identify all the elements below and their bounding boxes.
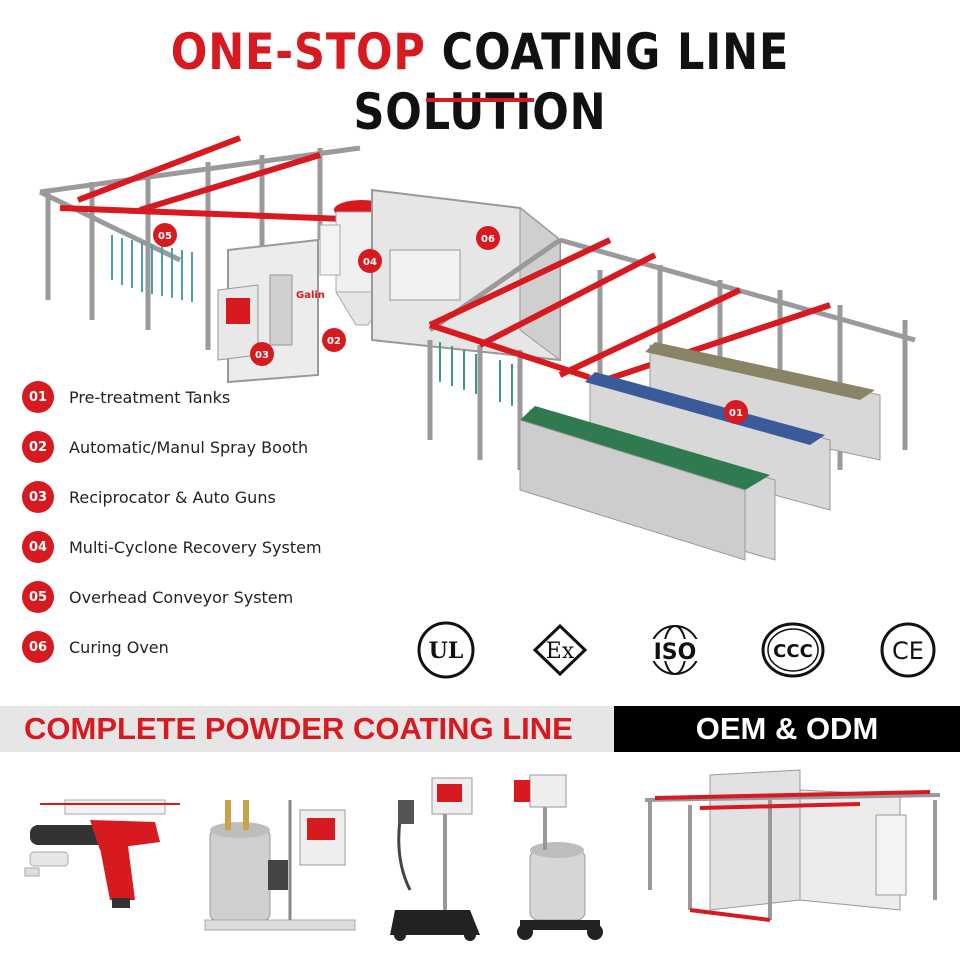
title-main: COATING LINE SOLUTION	[353, 23, 790, 141]
product-gallery	[24, 769, 941, 941]
callout-04-label: 04	[363, 257, 377, 268]
powder-hopper-unit-icon	[204, 800, 356, 931]
legend-label: Multi-Cyclone Recovery System	[69, 537, 322, 557]
legend-item: 03 Reciprocator & Auto Guns	[22, 472, 322, 522]
callout-05-label: 05	[158, 231, 172, 242]
legend-label: Pre-treatment Tanks	[69, 387, 231, 407]
legend-item: 01 Pre-treatment Tanks	[22, 372, 322, 422]
iso-text: ISO	[654, 640, 697, 665]
callout-01: 01	[724, 400, 748, 424]
spray-booth-line-icon	[644, 769, 941, 922]
banner-right-text: OEM & ODM	[695, 711, 879, 746]
brand-mark: Galin	[296, 290, 325, 301]
callout-03: 03	[250, 342, 274, 366]
legend-list: 01 Pre-treatment Tanks 02 Automatic/Manu…	[22, 372, 322, 672]
ccc-cert-icon: CCC	[761, 622, 825, 678]
callout-02: 02	[322, 328, 346, 352]
callout-06-label: 06	[481, 234, 495, 245]
iso-cert-icon: ISO	[644, 625, 706, 675]
manual-spray-gun-icon	[24, 799, 180, 908]
legend-label: Automatic/Manul Spray Booth	[69, 437, 309, 457]
callout-06: 06	[476, 226, 500, 250]
ex-cert-icon: Ex	[532, 623, 588, 677]
coating-line-illustration: 05 04 06 03 02 01 Galin	[38, 135, 916, 561]
callout-01-label: 01	[729, 408, 743, 419]
ex-text: Ex	[546, 639, 575, 664]
legend-badge: 04	[22, 531, 54, 563]
legend-badge: 03	[22, 481, 54, 513]
title-underline	[426, 98, 534, 102]
legend-label: Reciprocator & Auto Guns	[69, 487, 276, 507]
legend-badge: 02	[22, 431, 54, 463]
legend-item: 05 Overhead Conveyor System	[22, 572, 322, 622]
curing-oven	[371, 188, 561, 362]
banner-right: OEM & ODM	[614, 706, 960, 752]
legend-label: Curing Oven	[69, 637, 169, 657]
legend-item: 06 Curing Oven	[22, 622, 322, 672]
trolley-spray-unit-icon	[390, 777, 480, 941]
legend-label: Overhead Conveyor System	[69, 587, 294, 607]
legend-item: 02 Automatic/Manul Spray Booth	[22, 422, 322, 472]
banner-left-text: COMPLETE POWDER COATING LINE	[24, 711, 573, 746]
legend-badge: 01	[22, 381, 54, 413]
ul-text: UL	[429, 638, 464, 664]
callout-05: 05	[153, 223, 177, 247]
hanging-parts-left	[111, 235, 193, 302]
callout-02-label: 02	[327, 336, 341, 347]
legend-badge: 06	[22, 631, 54, 663]
ce-text: CE	[892, 637, 924, 665]
spray-booth	[217, 238, 319, 384]
callout-03-label: 03	[255, 350, 269, 361]
ce-cert-icon: CE	[880, 622, 936, 678]
ccc-text: CCC	[773, 641, 813, 662]
pretreatment-tanks	[519, 342, 881, 561]
legend-item: 04 Multi-Cyclone Recovery System	[22, 522, 322, 572]
callout-04: 04	[358, 249, 382, 273]
ul-cert-icon: UL	[417, 621, 475, 679]
banner-left: COMPLETE POWDER COATING LINE	[0, 706, 614, 752]
certification-logos: UL Ex ISO CCC CE	[410, 620, 950, 680]
page-title: ONE-STOP COATING LINE SOLUTION	[67, 22, 893, 142]
left-conveyor-red	[59, 135, 371, 223]
title-highlight: ONE-STOP	[170, 23, 426, 81]
hopper-trolley-unit-icon	[514, 774, 603, 940]
legend-badge: 05	[22, 581, 54, 613]
